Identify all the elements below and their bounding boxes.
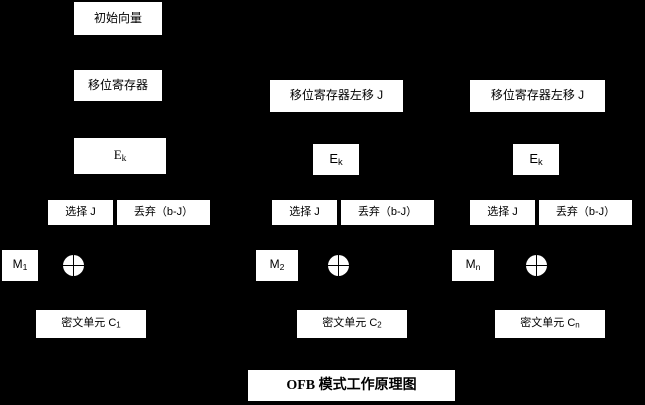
- select-box-2: 选择 J: [272, 200, 337, 225]
- shift-register-box-2: 移位寄存器左移 J: [270, 80, 403, 112]
- discard-label-1: 丢弃（b-J）: [133, 206, 194, 219]
- select-box-1: 选择 J: [48, 200, 113, 225]
- ciphertext-box-3: 密文单元 Cn: [495, 310, 605, 338]
- select-label-2: 选择 J: [289, 206, 320, 219]
- discard-box-1: 丢弃（b-J）: [117, 200, 210, 225]
- initial-vector-box: 初始向量: [74, 2, 162, 35]
- xor-circle-icon-1: [63, 255, 84, 276]
- select-label-3: 选择 J: [487, 206, 518, 219]
- ciphertext-label-3: 密文单元 Cn: [520, 317, 580, 331]
- select-box-3: 选择 J: [470, 200, 535, 225]
- encryption-label-2: Ek: [329, 150, 343, 167]
- ciphertext-box-2: 密文单元 C2: [297, 310, 407, 338]
- shift-register-box-3: 移位寄存器左移 J: [470, 80, 605, 112]
- ciphertext-label-2: 密文单元 C2: [322, 317, 382, 331]
- plaintext-label-2: M2: [269, 257, 285, 273]
- discard-label-3: 丢弃（b-J）: [555, 206, 616, 219]
- shift-register-label-1: 移位寄存器: [87, 77, 148, 92]
- shift-register-box-1: 移位寄存器: [74, 70, 162, 101]
- encryption-label-3: Ek: [529, 150, 543, 167]
- encryption-label-1: Ek: [113, 146, 127, 164]
- discard-box-2: 丢弃（b-J）: [341, 200, 434, 225]
- plaintext-box-1: M1: [2, 250, 38, 281]
- discard-box-3: 丢弃（b-J）: [539, 200, 632, 225]
- ciphertext-box-1: 密文单元 C1: [36, 310, 146, 338]
- plaintext-label-3: Mn: [465, 257, 481, 273]
- encryption-box-1: Ek: [74, 138, 166, 174]
- plaintext-box-2: M2: [256, 250, 298, 281]
- encryption-box-3: Ek: [513, 144, 559, 175]
- diagram-title: OFB 模式工作原理图: [286, 377, 417, 393]
- ciphertext-label-1: 密文单元 C1: [61, 317, 121, 331]
- xor-circle-icon-3: [526, 255, 547, 276]
- discard-label-2: 丢弃（b-J）: [357, 206, 418, 219]
- plaintext-label-1: M1: [12, 257, 28, 273]
- initial-vector-label: 初始向量: [93, 10, 142, 25]
- xor-circle-icon-2: [328, 255, 349, 276]
- shift-register-label-2: 移位寄存器左移 J: [289, 88, 384, 103]
- plaintext-box-3: Mn: [452, 250, 494, 281]
- diagram-title-box: OFB 模式工作原理图: [248, 370, 455, 401]
- encryption-box-2: Ek: [313, 144, 359, 175]
- select-label-1: 选择 J: [65, 206, 96, 219]
- shift-register-label-3: 移位寄存器左移 J: [490, 88, 585, 103]
